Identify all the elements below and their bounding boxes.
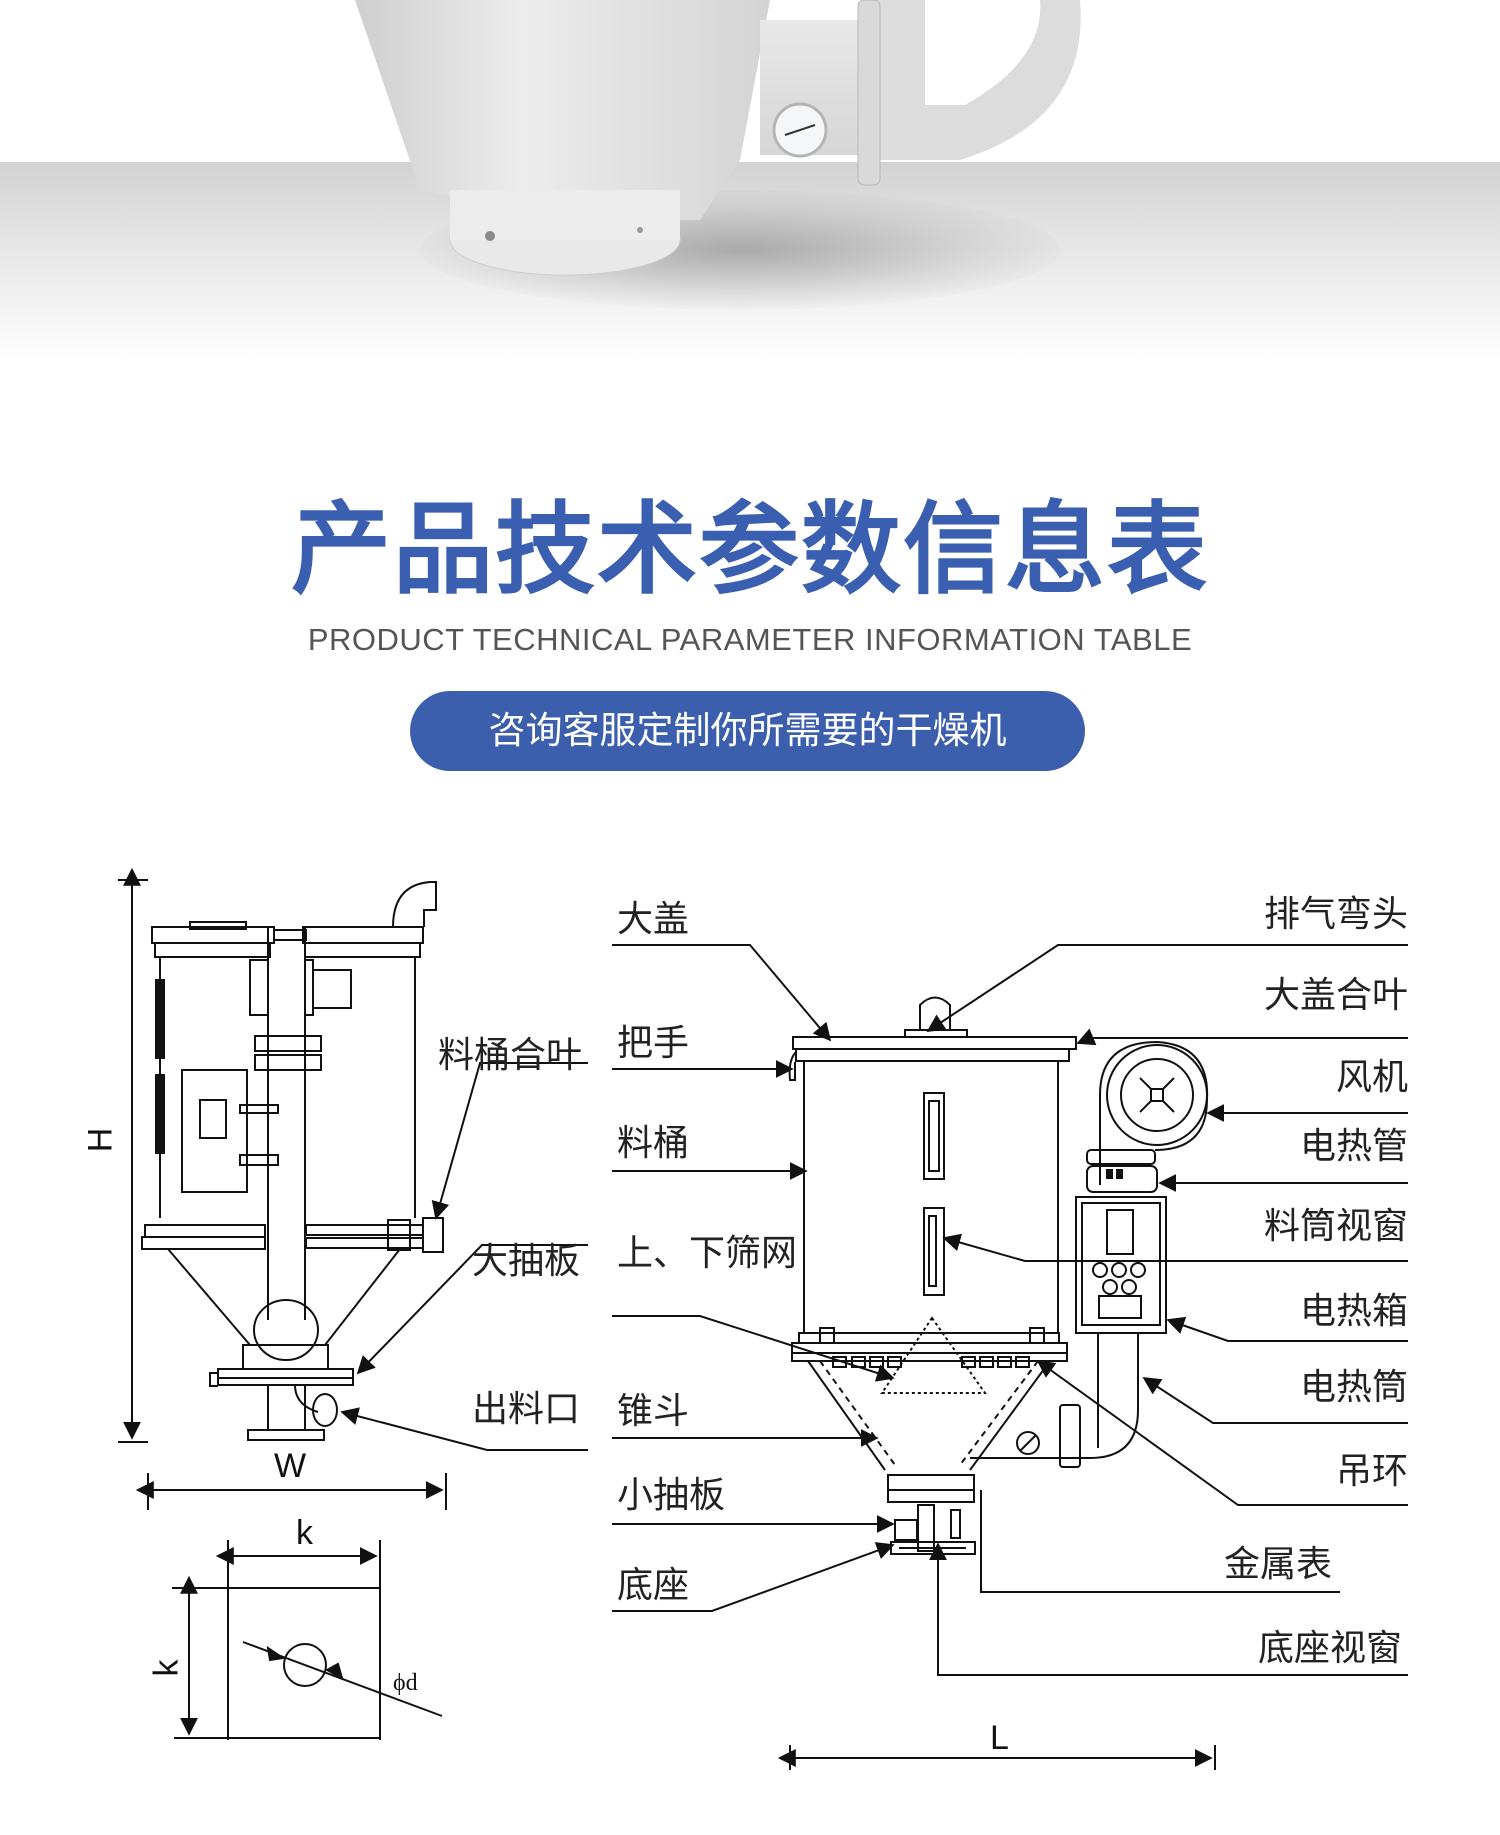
base-view-drawing xyxy=(172,1540,443,1740)
label-heater-cylinder: 电热筒 xyxy=(1299,1367,1408,1408)
label-bucket-hinge: 料桶合叶 xyxy=(438,1035,583,1076)
label-big-lid: 大盖 xyxy=(617,899,690,940)
consult-service-button[interactable]: 咨询客服定制你所需要的干燥机 xyxy=(410,691,1085,771)
page-subtitle: PRODUCT TECHNICAL PARAMETER INFORMATION … xyxy=(307,622,1193,657)
label-exhaust-elbow: 排气弯头 xyxy=(1263,894,1408,935)
label-discharge-outlet: 出料口 xyxy=(472,1389,581,1430)
label-bucket: 料桶 xyxy=(617,1123,690,1164)
dryer-photo-illustration xyxy=(355,0,1081,276)
dimension-l: L xyxy=(990,1719,1009,1757)
label-metal-gauge: 金属表 xyxy=(1223,1544,1332,1585)
dimension-k-vertical: k xyxy=(147,1659,186,1677)
dimension-w: W xyxy=(274,1447,307,1485)
label-blower: 风机 xyxy=(1335,1057,1408,1098)
label-heating-tube: 电热管 xyxy=(1299,1126,1408,1167)
label-screens: 上、下筛网 xyxy=(617,1233,798,1274)
side-view-drawing xyxy=(118,867,588,1510)
label-base: 底座 xyxy=(617,1565,690,1606)
front-view-leaders xyxy=(612,944,1408,1770)
label-heater-box: 电热箱 xyxy=(1299,1291,1408,1332)
product-photo xyxy=(0,0,1500,360)
dimension-hole-diameter: ϕd xyxy=(393,1670,418,1696)
dimension-h: H xyxy=(81,1127,120,1153)
page-title: 产品技术参数信息表 xyxy=(291,491,1209,608)
front-view-drawing xyxy=(788,996,1209,1555)
label-base-window: 底座视窗 xyxy=(1257,1628,1402,1669)
label-lid-hinge: 大盖合叶 xyxy=(1263,975,1408,1016)
label-large-drawer: 大抽板 xyxy=(472,1241,581,1282)
label-cone-hopper: 锥斗 xyxy=(617,1391,690,1432)
label-small-drawer: 小抽板 xyxy=(617,1475,726,1516)
label-lifting-ring: 吊环 xyxy=(1335,1451,1408,1492)
label-handle: 把手 xyxy=(617,1023,690,1064)
dimension-k-horizontal: k xyxy=(296,1514,313,1552)
label-barrel-window: 料筒视窗 xyxy=(1263,1206,1408,1247)
